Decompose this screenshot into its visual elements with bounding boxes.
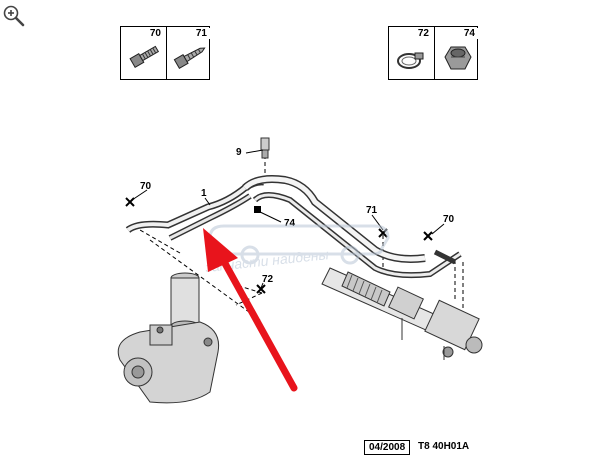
pressure-hose [125, 175, 462, 279]
diagram-date: 04/2008 [364, 440, 411, 455]
callout-72: 72 [262, 274, 274, 285]
hose-clamp-icon [397, 52, 424, 69]
nut-icon [444, 46, 472, 70]
banjo-bolt [260, 137, 270, 159]
parts-box-screws: 70 71 [120, 26, 210, 80]
part-cell-74[interactable]: 74 [434, 27, 479, 79]
callout-71: 71 [366, 205, 378, 216]
part-number-71: 71 [192, 28, 210, 39]
part-cell-71[interactable]: 71 [166, 27, 211, 79]
callout-1: 1 [201, 188, 207, 199]
callout-70-left: 70 [140, 181, 152, 192]
diagram-code: T8 40H01A [418, 441, 470, 452]
parts-box-fittings: 72 74 [388, 26, 478, 80]
pointer-arrow [203, 228, 298, 392]
screw-icon [173, 47, 206, 70]
callout-74: 74 [284, 218, 296, 229]
nut-marker [254, 206, 261, 213]
part-number-74: 74 [460, 28, 478, 39]
callout-9: 9 [236, 147, 242, 158]
steering-rack [321, 267, 483, 360]
part-number-72: 72 [414, 28, 432, 39]
callout-70-right: 70 [443, 214, 455, 225]
steering-pump [117, 272, 220, 404]
zoom-in-icon[interactable] [2, 4, 26, 28]
part-cell-72[interactable]: 72 [389, 27, 433, 79]
bolt-icon [129, 45, 160, 69]
part-cell-70[interactable]: 70 [121, 27, 165, 79]
part-number-70: 70 [146, 28, 164, 39]
